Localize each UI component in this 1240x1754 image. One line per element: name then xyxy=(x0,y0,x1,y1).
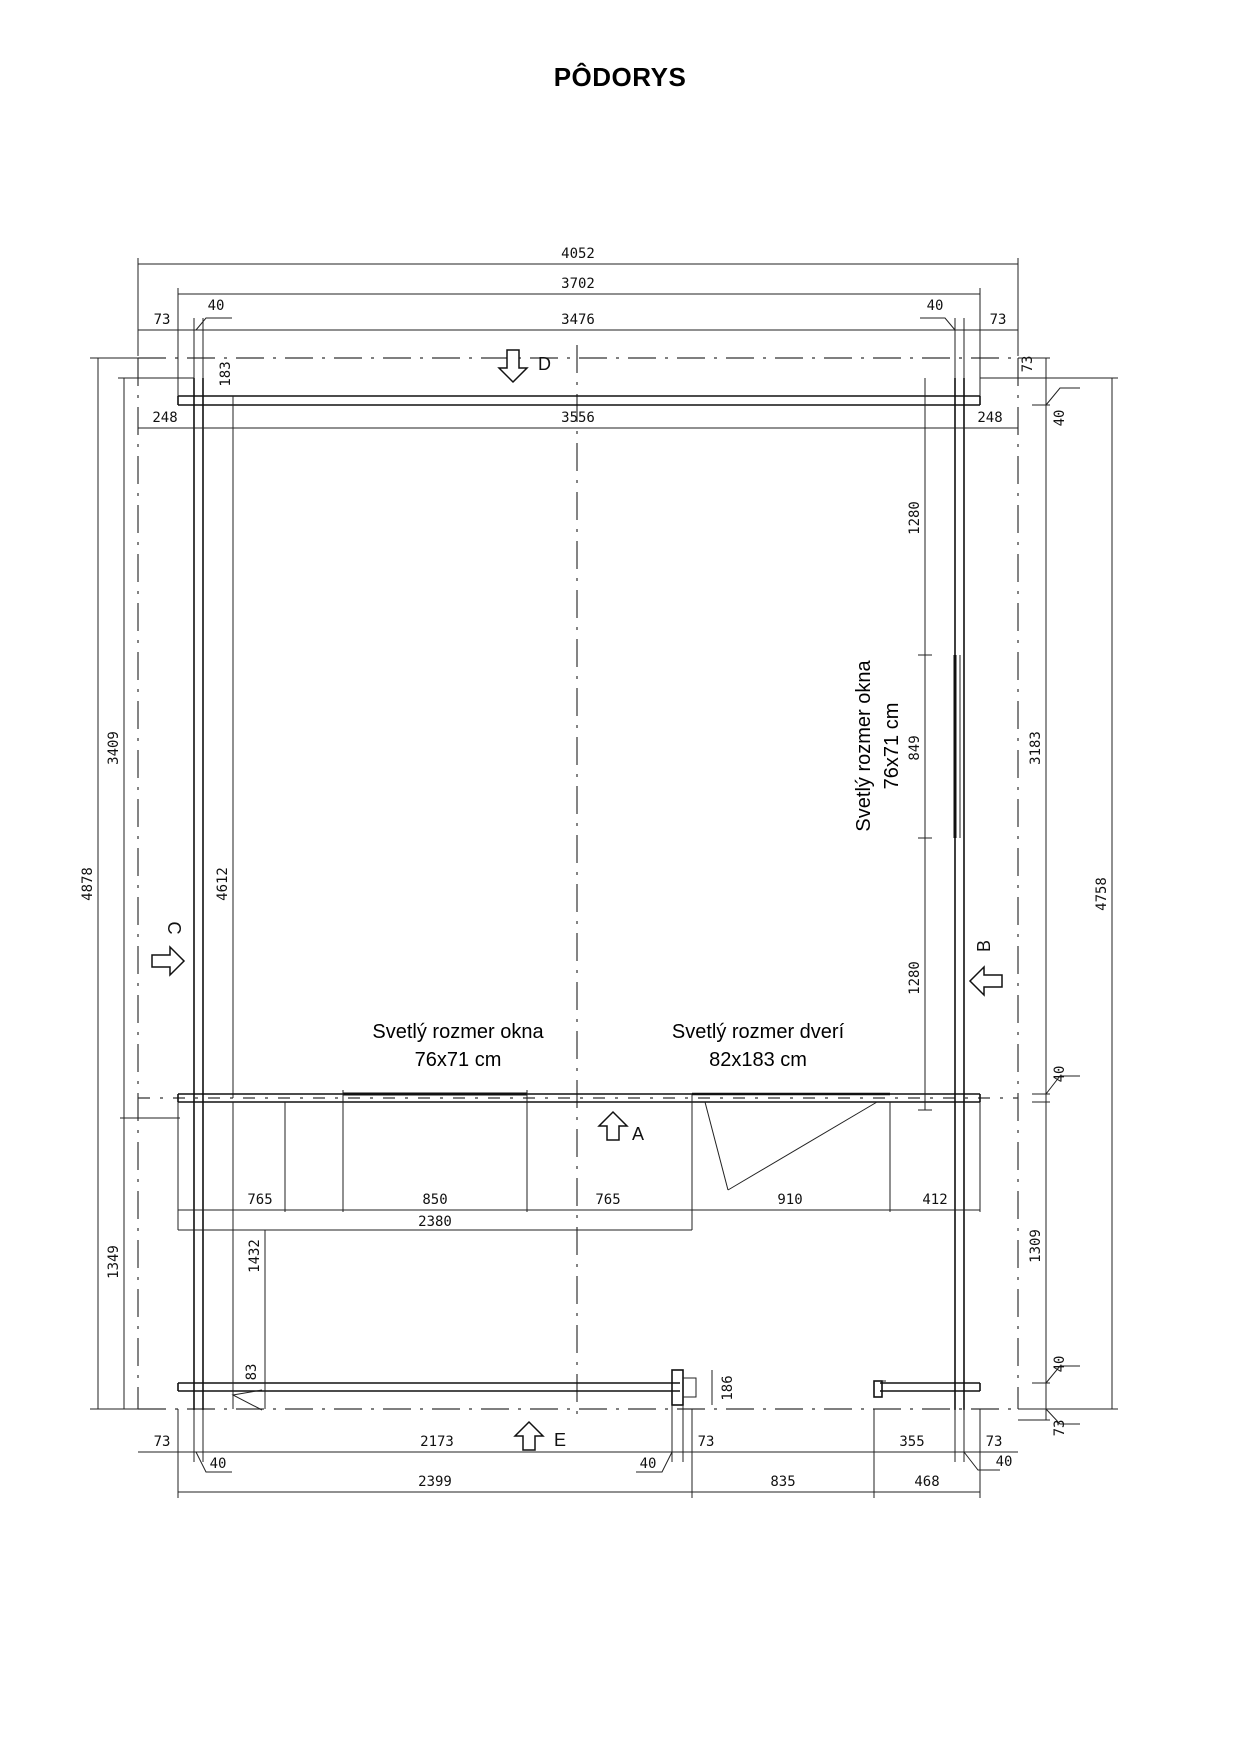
dim-terrace-765-a: 765 xyxy=(247,1192,272,1208)
view-label-a: A xyxy=(632,1124,644,1144)
dim-post-186: 186 xyxy=(720,1375,736,1400)
dim-top-total: 4052 xyxy=(561,246,595,262)
dim-top-left-40: 40 xyxy=(208,298,225,314)
dim-top-inner: 3702 xyxy=(561,276,595,292)
dim-top-left-73: 73 xyxy=(154,312,171,328)
dim-bottom-355: 355 xyxy=(899,1434,924,1450)
view-arrow-e xyxy=(513,1420,545,1451)
dim-terrace-412: 412 xyxy=(922,1192,947,1208)
dim-right-849: 849 xyxy=(907,735,923,760)
dim-top-right-40: 40 xyxy=(927,298,944,314)
dim-bottom-73-left: 73 xyxy=(154,1434,171,1450)
note-front-window-line1: Svetlý rozmer okna xyxy=(372,1021,544,1043)
view-arrow-a xyxy=(597,1110,629,1141)
dim-1309: 1309 xyxy=(1028,1229,1044,1263)
note-front-window-line2: 76x71 cm xyxy=(415,1049,502,1071)
page-title: PÔDORYS xyxy=(553,62,687,92)
dim-4758: 4758 xyxy=(1094,877,1110,911)
dim-right-40-bottom: 40 xyxy=(1052,1356,1068,1373)
dim-1349: 1349 xyxy=(106,1245,122,1279)
dim-right-73-bottom: 73 xyxy=(1052,1420,1068,1437)
bottom-dimensions xyxy=(138,1405,1018,1498)
dim-bottom-468: 468 xyxy=(914,1474,939,1490)
dim-terrace-850: 850 xyxy=(422,1192,447,1208)
dim-terrace-2380: 2380 xyxy=(418,1214,452,1230)
dim-terrace-765-b: 765 xyxy=(595,1192,620,1208)
note-door-line1: Svetlý rozmer dverí xyxy=(672,1021,845,1043)
dim-1432: 1432 xyxy=(247,1239,263,1273)
dim-bottom-40-mid: 40 xyxy=(640,1456,657,1472)
dim-248-right: 248 xyxy=(977,410,1002,426)
dim-right-1280-bottom: 1280 xyxy=(907,961,923,995)
dim-top-183: 183 xyxy=(218,361,234,386)
dim-4612: 4612 xyxy=(215,867,231,901)
dim-bottom-73-mid: 73 xyxy=(698,1434,715,1450)
dim-bottom-835: 835 xyxy=(770,1474,795,1490)
dim-4878: 4878 xyxy=(80,867,96,901)
view-label-e: E xyxy=(554,1430,566,1450)
dim-right-73-top: 73 xyxy=(1020,356,1036,373)
dim-right-1280-top: 1280 xyxy=(907,501,923,535)
view-label-d: D xyxy=(538,354,551,374)
dim-bottom-2173: 2173 xyxy=(420,1434,454,1450)
dim-83: 83 xyxy=(244,1364,260,1381)
dim-right-40-mid: 40 xyxy=(1052,1066,1068,1083)
view-arrow-d xyxy=(497,349,529,384)
dim-bottom-2399: 2399 xyxy=(418,1474,452,1490)
note-side-window-line2: 76x71 cm xyxy=(881,703,903,790)
view-arrow-b xyxy=(968,965,1003,997)
view-arrow-c xyxy=(151,945,186,977)
dim-248-left: 248 xyxy=(152,410,177,426)
dim-3556: 3556 xyxy=(561,410,595,426)
note-door-line2: 82x183 cm xyxy=(709,1049,807,1071)
roof-outline xyxy=(137,345,1019,1420)
dim-bottom-73-right: 73 xyxy=(986,1434,1003,1450)
dim-terrace-910: 910 xyxy=(777,1192,802,1208)
view-label-c: C xyxy=(164,922,184,935)
dim-3409: 3409 xyxy=(106,731,122,765)
dim-bottom-40-right: 40 xyxy=(996,1454,1013,1470)
view-label-b: B xyxy=(974,940,994,952)
dim-bottom-40-left: 40 xyxy=(210,1456,227,1472)
note-side-window-line1: Svetlý rozmer okna xyxy=(853,660,875,832)
right-dimensions xyxy=(918,357,1118,1425)
left-dimensions xyxy=(90,357,266,1411)
dim-3183: 3183 xyxy=(1028,731,1044,765)
dim-top-right-73: 73 xyxy=(990,312,1007,328)
dim-right-40-top: 40 xyxy=(1052,410,1068,427)
dim-top-clear: 3476 xyxy=(561,312,595,328)
walls xyxy=(177,378,981,1410)
